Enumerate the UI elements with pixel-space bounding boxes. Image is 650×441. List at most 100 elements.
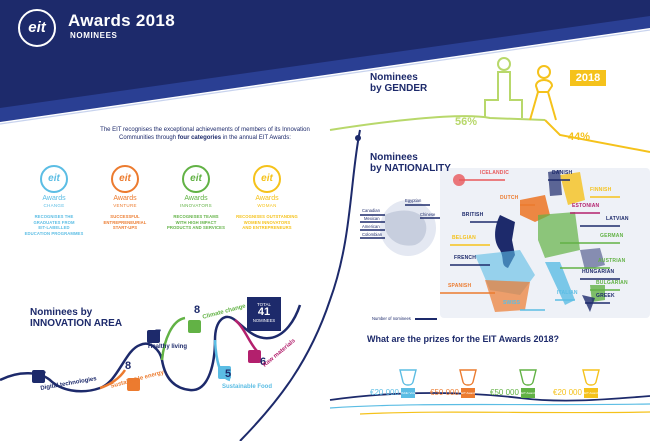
nationality-label: BULGARIAN	[596, 280, 628, 286]
trophy-graphic	[459, 369, 477, 398]
nationality-label: DUTCH	[500, 195, 519, 201]
nationality-label: AUSTRIAN	[598, 258, 626, 264]
nationality-label: ITALIAN	[557, 290, 578, 296]
nationality-label: ESTONIAN	[572, 203, 600, 209]
male-percentage: 56%	[455, 116, 478, 128]
award-description-line: AND ENTREPRENEURS	[242, 225, 292, 230]
nationality-label: SPANISH	[448, 283, 472, 289]
intro-text: The EIT recognises the exceptional achie…	[95, 126, 315, 142]
award-description-line: PRODUCTS AND SERVICES	[167, 225, 225, 230]
outside-country-label: Egyptian	[405, 198, 422, 203]
innovation-area-count: 7	[155, 328, 162, 340]
nationality-title: Nominees by NATIONALITY	[370, 152, 451, 174]
world-map	[380, 200, 436, 256]
award-description-line: RECOGNISES OUTSTANDING	[236, 214, 298, 219]
award-category: CHANGE	[43, 203, 65, 208]
eit-logo: eit	[18, 9, 56, 47]
award-description-line: START-UPS	[112, 225, 138, 230]
award-description-line: ENTREPRENEURIAL	[103, 219, 147, 225]
award-description-line: RECOGNISES TEAMS	[173, 214, 219, 219]
gender-line-female	[544, 119, 650, 153]
prizes-question: What are the prizes for the EIT Awards 2…	[367, 334, 560, 344]
trophy-label: Public Vote	[400, 391, 416, 395]
nationality-label: GREEK	[596, 293, 615, 299]
award-logo-icon: eit	[40, 165, 68, 193]
trophy-label: EIT Award	[521, 391, 535, 395]
innovation-area-count: 5	[225, 368, 232, 380]
award-description-line: GRADUATES FROM	[33, 219, 75, 225]
prize-amount: €50 000	[490, 388, 519, 397]
outside-country-label: Canadian	[362, 208, 380, 213]
innovation-area-icon	[188, 320, 201, 333]
total-nominees-box: TOTAL 41 NOMINEES	[247, 297, 281, 331]
prize-amount: €20 000	[553, 388, 582, 397]
award-description-line: RECOGNISES THE	[34, 214, 74, 219]
award-description-line: EDUCATION PROGRAMMES	[24, 230, 84, 236]
innovation-area-icon	[248, 350, 261, 363]
innovation-area-count: 8	[194, 304, 201, 316]
prize-amount: €50 000	[430, 388, 459, 397]
gender-title: Nominees by GENDER	[370, 72, 428, 94]
gender-line-male	[329, 115, 546, 131]
award-category: WOMAN	[257, 203, 277, 208]
nationality-label: FINNISH	[590, 187, 612, 193]
outside-country-label: American	[362, 224, 380, 229]
nationality-legend: Number of nominees	[372, 316, 438, 321]
trophy-icon	[458, 368, 478, 400]
nationality-label: DANISH	[552, 170, 573, 176]
europe-map	[440, 168, 650, 318]
trophy-icon	[581, 368, 601, 400]
year-badge: 2018	[570, 70, 606, 86]
award-description-line: EIT-LABELLED	[38, 225, 70, 230]
nationality-label: BRITISH	[462, 212, 484, 218]
trophy-graphic	[399, 369, 417, 398]
award-word: Awards	[184, 195, 208, 202]
innovation-area-count: 6	[260, 356, 267, 368]
award-category: INNOVATORS	[179, 203, 212, 208]
award-word: Awards	[113, 195, 137, 202]
award-word: Awards	[255, 195, 279, 202]
trophy-icon	[398, 368, 418, 400]
innovation-area-label: Sustainable Food	[222, 384, 273, 390]
eit-logo-text: eit	[28, 19, 46, 36]
trophy-graphic	[582, 369, 600, 398]
innovation-title: Nominees by INNOVATION AREA	[30, 307, 123, 329]
header-band-dark	[0, 0, 650, 108]
nationality-label: ICELANDIC	[480, 170, 510, 176]
trophy-label: EIT Award	[584, 391, 598, 395]
page-title: Awards 2018	[68, 11, 175, 30]
award-description-line: WITH HIGH IMPACT	[175, 219, 217, 225]
innovation-area-icon	[32, 370, 45, 383]
intro-line-1: The EIT recognises the exceptional achie…	[100, 127, 310, 133]
nationality-label: LATVIAN	[606, 216, 629, 222]
outside-country-label: Mexican	[364, 216, 380, 221]
innovation-area-label: Healthy living	[148, 344, 188, 350]
award-word: Awards	[42, 195, 66, 202]
award-category: VENTURE	[113, 203, 137, 208]
award-logo-icon: eit	[111, 165, 139, 193]
innovation-area-count: 7	[40, 370, 47, 382]
innovation-area-icon	[127, 378, 140, 391]
award-description-line: WOMEN INNOVATORS	[243, 219, 291, 225]
nationality-label: SWISS	[503, 300, 521, 306]
intro-line-2: Communities through four categories in t…	[119, 135, 291, 141]
award-description-line: SUCCESSFUL	[110, 214, 140, 219]
outside-country-label: Chinese	[420, 212, 436, 217]
trophy-graphic	[519, 369, 537, 398]
nationality-label: GERMAN	[600, 233, 624, 239]
prize-amount: €20 000	[370, 388, 399, 397]
trophy-icon	[518, 368, 538, 400]
trophy-label: EIT Award	[461, 391, 475, 395]
nationality-label: HUNGARIAN	[582, 269, 615, 275]
award-logo-icon: eit	[253, 165, 281, 193]
